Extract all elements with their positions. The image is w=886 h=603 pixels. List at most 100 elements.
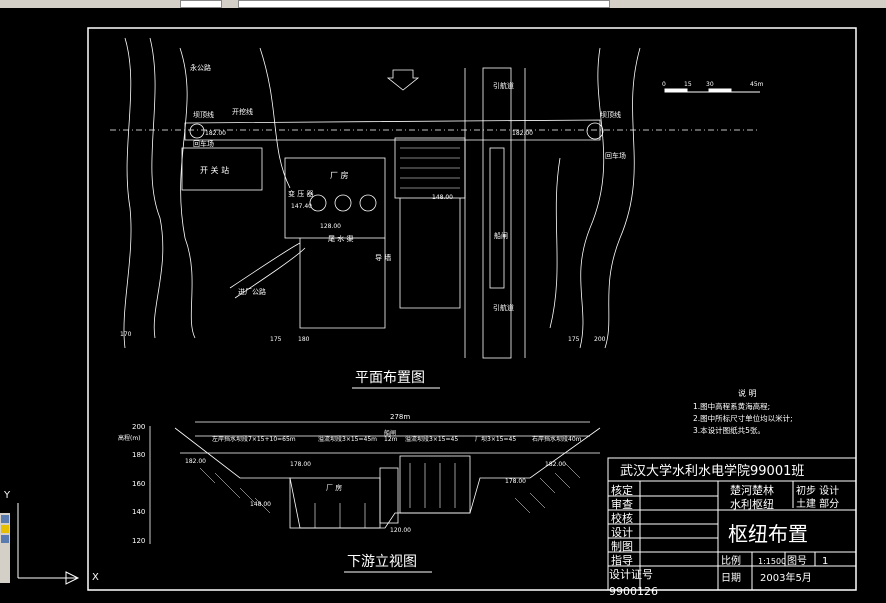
guide-wall-label: 导 墙: [375, 253, 391, 262]
turbine-unit-icon: [309, 194, 327, 212]
role-label: 制图: [611, 540, 633, 553]
drawing-number-label: 图号: [787, 555, 807, 567]
project-name: 水利枢纽: [730, 497, 774, 511]
section-elevation: 120.00: [390, 527, 411, 534]
turbine-unit-icon: [359, 194, 377, 212]
project-name: 楚河楚林: [730, 483, 774, 497]
section-view-title: 下游立视图: [347, 554, 417, 570]
elevation-tick: 140: [132, 508, 145, 516]
dam-crest-line-label: 坝顶线: [600, 110, 621, 119]
dam-crest: [184, 119, 601, 141]
section-gate-columns: [314, 463, 456, 528]
access-road: [234, 247, 306, 299]
certificate-number: 9900126: [609, 585, 658, 598]
date-label: 日期: [721, 572, 741, 584]
elevation-label: 147.40: [291, 203, 312, 210]
role-label: 设计: [611, 526, 633, 539]
elevation-tick: 180: [132, 451, 145, 459]
contour-line: [123, 37, 132, 349]
ship-lock-channel: [482, 67, 512, 359]
contour-value: 175: [270, 336, 282, 343]
plan-view: [110, 37, 760, 359]
tool-icon[interactable]: [1, 515, 9, 523]
approach-channel-label: 引航道: [493, 303, 514, 312]
note-item: 2.图中所标尺寸单位均以米计;: [693, 413, 793, 423]
span-label: 溢流坝段3×15=45m: [318, 435, 377, 443]
flow-direction-arrow: [386, 69, 420, 91]
powerhouse-label: 厂 房: [330, 170, 349, 180]
contour-line: [179, 47, 196, 339]
scale-tick-label: 45m: [750, 81, 764, 88]
elevation-tick: 160: [132, 480, 145, 488]
ucs-icon: [17, 503, 80, 585]
drawing-title: 枢纽布置: [728, 522, 808, 546]
toolbar-tab[interactable]: [180, 0, 222, 8]
ucs-x-label: X: [92, 572, 99, 583]
tool-icon[interactable]: [1, 535, 9, 543]
tool-icon[interactable]: [1, 525, 9, 533]
elevation-label: 182.00: [512, 130, 533, 137]
toolbar-tab[interactable]: [238, 0, 610, 8]
section-lock-label: 船闸: [384, 429, 396, 437]
contour-value: 170: [120, 331, 132, 338]
title-block: [607, 457, 857, 591]
powerhouse-outline: [284, 157, 386, 239]
span-label: 右岸挡水坝段40m: [532, 435, 582, 443]
left-tool-strip[interactable]: [0, 513, 10, 583]
switchyard-outline: [181, 147, 263, 191]
scale-bar: [664, 88, 760, 93]
elevation-label: 182.00: [205, 130, 226, 137]
design-stage: 初步 设计: [796, 484, 839, 497]
elevation-label: 128.00: [320, 223, 341, 230]
note-item: 3.本设计图纸共5张。: [693, 425, 765, 435]
switchyard-label: 开 关 站: [200, 165, 229, 175]
plan-view-title: 平面布置图: [355, 370, 425, 386]
notes-title: 说 明: [738, 388, 757, 398]
elevation-tick: 200: [132, 423, 145, 431]
road-label: 永公路: [190, 63, 211, 72]
scale-tick-label: 30: [706, 81, 714, 88]
section-powerhouse-label: 厂 房: [326, 483, 342, 492]
excavation-line-label: 开挖线: [232, 107, 253, 116]
note-item: 1.图中高程系黄海高程;: [693, 401, 770, 411]
turnaround-circle: [189, 123, 205, 139]
ship-lock-label: 船闸: [494, 231, 508, 240]
span-label: 溢流坝段3×15=45: [405, 435, 458, 443]
section-spillway: [399, 455, 471, 514]
stilling-basin: [399, 198, 461, 309]
tailwater-channel: [299, 238, 386, 329]
span-label: 厂坝3×15=45: [475, 435, 516, 443]
design-stage: 土建 部分: [796, 497, 839, 510]
section-elevation: 148.00: [250, 501, 271, 508]
section-elevation: 178.00: [290, 461, 311, 468]
role-label: 设计证号: [609, 568, 653, 581]
parking-label: 回车场: [605, 151, 626, 160]
ground-profile: [174, 427, 601, 529]
cad-drawing-canvas[interactable]: 0 15 30 45m 永公路 坝顶线 开挖线 回车场 182.00 开 关 站…: [0, 8, 886, 603]
downstream-elevation-view: [149, 421, 601, 544]
span-label: 左岸挡水坝段7×15+10=65m: [212, 435, 296, 443]
rock-hatching: [199, 462, 581, 514]
ucs-y-label: Y: [3, 490, 11, 501]
drawing-number-value: 1: [822, 556, 828, 567]
section-elevation: 178.00: [505, 478, 526, 485]
spillway-gates: [400, 147, 460, 189]
scale-label: 比例: [721, 554, 741, 567]
elevation-axis-label: 高程(m): [118, 434, 141, 442]
tailwater-label: 尾 水 渠: [328, 234, 353, 243]
turnaround-circle: [586, 122, 604, 140]
role-label: 核定: [611, 483, 633, 497]
transformer-label: 变 压 器: [288, 189, 313, 198]
scale-tick-label: 0: [662, 81, 666, 88]
parking-label: 回车场: [193, 139, 214, 148]
section-ship-lock: [379, 467, 399, 524]
scale-value: 1:1500: [758, 557, 786, 566]
role-label: 指导: [611, 553, 633, 567]
approach-channel-bank: [464, 68, 526, 358]
total-length-label: 278m: [390, 413, 410, 421]
section-elevation: 182.00: [185, 458, 206, 465]
approach-channel-label: 引航道: [493, 81, 514, 90]
contour-line: [579, 47, 605, 349]
contour-value: 175: [568, 336, 580, 343]
elevation-tick: 120: [132, 537, 145, 545]
